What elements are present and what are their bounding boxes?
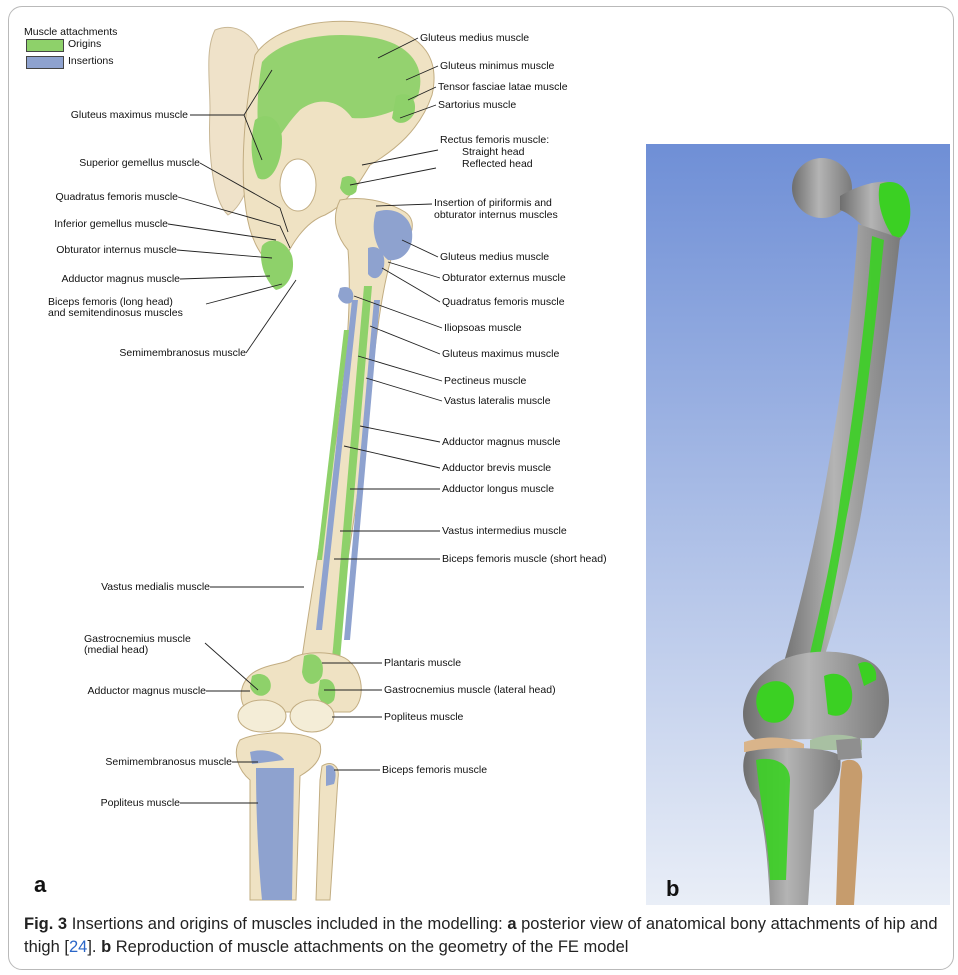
caption-text-1: Insertions and origins of muscles includ… <box>72 915 508 933</box>
caption-text-4: Reproduction of muscle attachments on th… <box>111 938 628 956</box>
caption-ref-link[interactable]: 24 <box>69 938 87 956</box>
figure-caption: Fig. 3 Insertions and origins of muscles… <box>24 913 944 959</box>
panel-b-letter: b <box>666 876 679 902</box>
caption-text-3: ]. <box>87 938 101 956</box>
caption-a-label: a <box>507 915 516 933</box>
caption-b-label: b <box>101 938 111 956</box>
caption-fig-label: Fig. 3 <box>24 915 67 933</box>
